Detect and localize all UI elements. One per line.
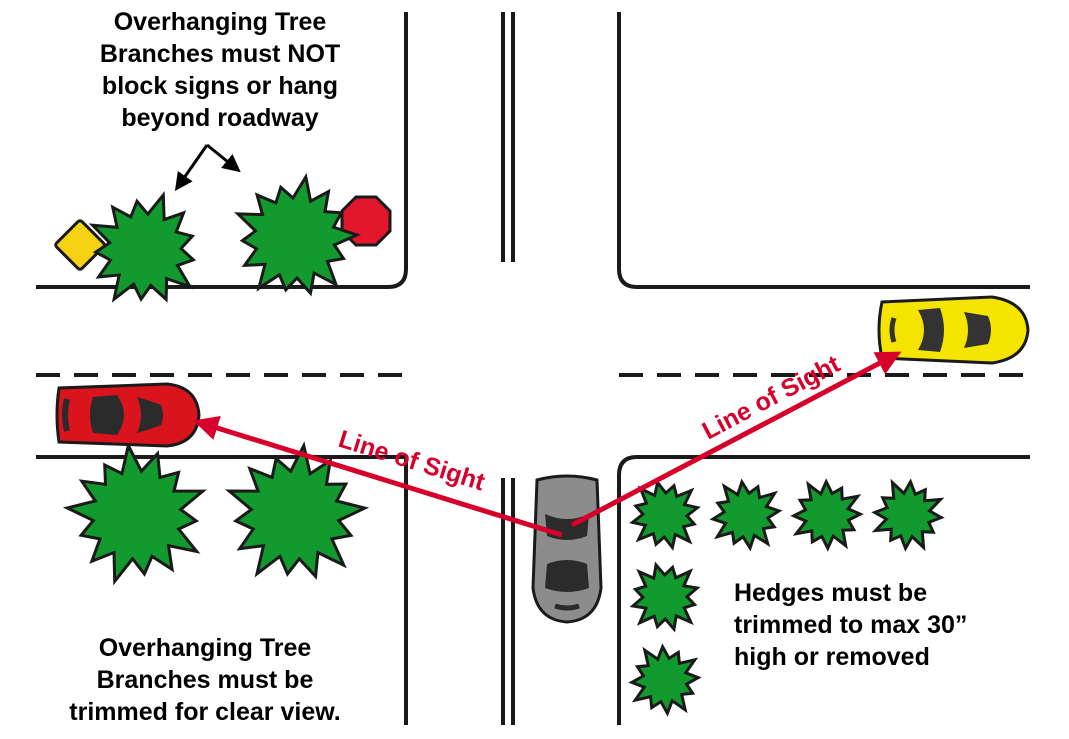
caption-line: block signs or hang [101, 72, 339, 100]
curb-bottom-right [617, 455, 1030, 725]
tree-bottom-left-2 [225, 441, 370, 580]
hedge [790, 478, 864, 552]
sight-line-left [193, 415, 563, 538]
curb-top-right [617, 12, 1030, 289]
caption-bottom-left: Overhanging Tree Branches must be trimme… [40, 632, 370, 728]
caption-line: Hedges must be [734, 579, 928, 607]
sight-lines [193, 351, 902, 538]
pointer-arrows [174, 143, 241, 191]
caption-line: Overhanging Tree [113, 8, 327, 36]
caption-line: trimmed to max 30” [734, 611, 968, 639]
tree-near-warning-sign [88, 190, 197, 303]
caption-line: Branches must NOT [99, 40, 341, 68]
arrow-to-warning-tree [174, 144, 209, 191]
hedge [628, 643, 702, 717]
gray-car [531, 474, 603, 624]
caption-line: beyond roadway [121, 104, 319, 132]
sight-line-right-label: Line of Sight [698, 350, 846, 446]
vegetation [62, 172, 945, 717]
caption-line: high or removed [734, 643, 930, 671]
caption-bottom-right: Hedges must be trimmed to max 30” high o… [734, 577, 1034, 673]
caption-top-left: Overhanging Tree Branches must NOT block… [70, 6, 370, 134]
arrow-to-stop-tree [206, 143, 241, 173]
caption-line: Overhanging Tree [98, 634, 312, 662]
caption-line: Branches must be [96, 666, 314, 694]
red-car [55, 382, 201, 448]
curb-top-left [36, 12, 408, 289]
hedge [871, 478, 945, 552]
hedge [629, 561, 701, 633]
tree-near-stop-sign [234, 172, 362, 297]
tree-bottom-left-1 [62, 441, 207, 586]
warning-sign [54, 219, 106, 271]
hedge [629, 479, 701, 551]
hedge [709, 478, 783, 552]
sight-line-right [570, 351, 902, 528]
caption-line: trimmed for clear view. [69, 698, 341, 726]
yellow-car [877, 295, 1030, 365]
